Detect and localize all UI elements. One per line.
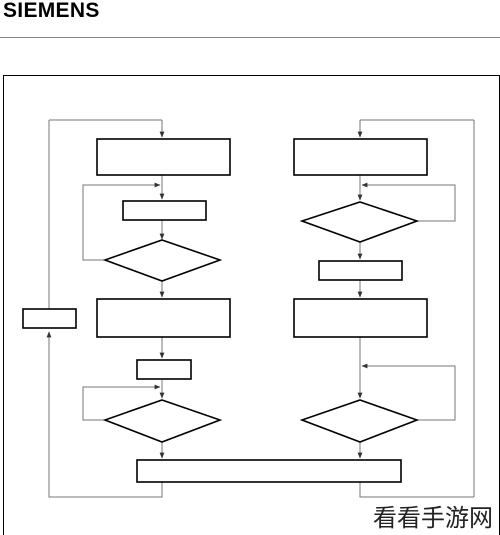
- decision-diamond: [299, 201, 420, 243]
- small-process-box: [136, 359, 192, 380]
- side-process-box: [22, 308, 77, 329]
- watermark-text: 看看手游网: [370, 503, 496, 533]
- process-box: [293, 138, 428, 176]
- decision-diamond: [299, 399, 420, 443]
- loop-connector: [82, 182, 161, 261]
- loop-connector: [361, 182, 456, 222]
- loop-connector: [361, 363, 456, 421]
- loop-connector: [359, 482, 474, 498]
- merge-process-box: [136, 459, 402, 483]
- process-box: [96, 298, 231, 338]
- loop-connector: [82, 384, 161, 421]
- siemens-logo: SIEMENS: [3, 0, 100, 22]
- small-process-box: [122, 200, 207, 221]
- process-box: [293, 298, 428, 338]
- decision-diamond: [102, 239, 223, 282]
- process-box: [96, 138, 231, 176]
- decision-diamond: [102, 399, 223, 443]
- small-process-box: [318, 260, 403, 281]
- feedback-connector: [46, 331, 163, 498]
- header-divider: [0, 37, 500, 38]
